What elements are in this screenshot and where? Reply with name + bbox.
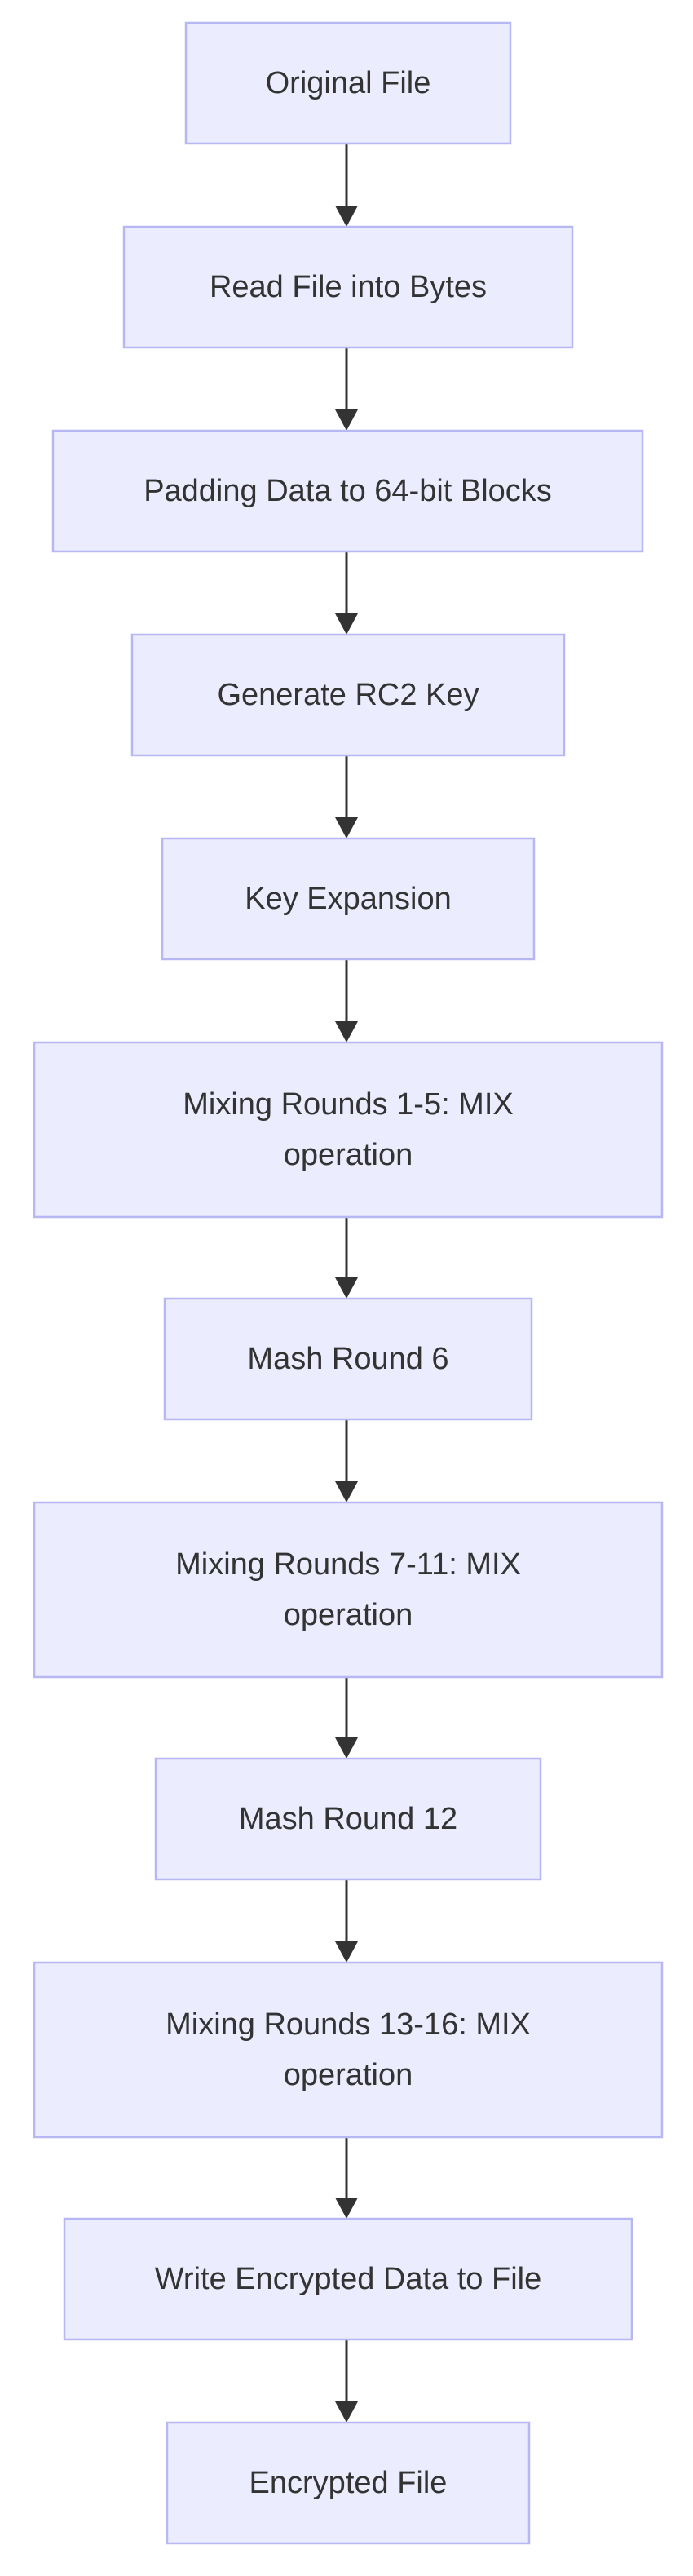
node-box <box>130 633 566 757</box>
arrow-head-icon <box>335 206 358 227</box>
node-label: Generate RC2 Key <box>217 678 479 712</box>
node-label: Encrypted File <box>249 2466 448 2500</box>
edges <box>335 144 358 2423</box>
node-box <box>33 1041 664 1219</box>
node-key-expansion: Key Expansion <box>161 837 536 961</box>
node-generate-key: Generate RC2 Key <box>130 633 566 757</box>
arrow-head-icon <box>335 1277 358 1299</box>
node-label: Read File into Bytes <box>210 270 487 304</box>
node-box <box>33 1961 664 2139</box>
node-label: Padding Data to 64-bit Blocks <box>143 474 552 508</box>
node-box <box>161 837 536 961</box>
edge-read-file-to-padding-data <box>335 347 358 431</box>
node-write-encrypted: Write Encrypted Data to File <box>63 2217 633 2341</box>
arrow-head-icon <box>335 613 358 635</box>
node-label: operation <box>284 1598 413 1632</box>
edge-mixing-1-5-to-mash-6 <box>335 1217 358 1299</box>
node-box <box>51 429 644 553</box>
node-box <box>33 1501 664 1679</box>
edge-key-expansion-to-mixing-1-5 <box>335 959 358 1042</box>
node-mash-12: Mash Round 12 <box>154 1757 542 1881</box>
node-padding-data: Padding Data to 64-bit Blocks <box>51 429 644 553</box>
node-box <box>154 1757 542 1881</box>
arrow-head-icon <box>335 1481 358 1503</box>
node-label: operation <box>284 2058 413 2092</box>
arrow-head-icon <box>335 1737 358 1759</box>
edge-mixing-13-16-to-write-encrypted <box>335 2137 358 2219</box>
edge-generate-key-to-key-expansion <box>335 755 358 839</box>
edge-mash-6-to-mixing-7-11 <box>335 1419 358 1503</box>
node-box <box>122 225 574 349</box>
node-box <box>184 21 512 145</box>
arrow-head-icon <box>335 2198 358 2219</box>
node-label: operation <box>284 1138 413 1172</box>
node-label: Mixing Rounds 1-5: MIX <box>183 1087 514 1122</box>
node-mixing-13-16: Mixing Rounds 13-16: MIX operation <box>33 1961 664 2139</box>
node-mash-6: Mash Round 6 <box>163 1297 533 1421</box>
edge-original-file-to-read-file <box>335 144 358 227</box>
node-encrypted-file: Encrypted File <box>166 2421 531 2545</box>
edge-padding-data-to-generate-key <box>335 551 358 635</box>
node-label: Mixing Rounds 13-16: MIX <box>166 2007 531 2042</box>
edge-write-encrypted-to-encrypted-file <box>335 2339 358 2423</box>
node-box <box>166 2421 531 2545</box>
arrow-head-icon <box>335 1021 358 1042</box>
node-label: Mash Round 12 <box>239 1802 457 1836</box>
node-label: Mixing Rounds 7-11: MIX <box>175 1547 521 1582</box>
node-original-file: Original File <box>184 21 512 145</box>
node-label: Write Encrypted Data to File <box>155 2262 541 2296</box>
node-read-file: Read File into Bytes <box>122 225 574 349</box>
edge-mash-12-to-mixing-13-16 <box>335 1879 358 1963</box>
node-mixing-7-11: Mixing Rounds 7-11: MIX operation <box>33 1501 664 1679</box>
arrow-head-icon <box>335 1941 358 1963</box>
arrow-head-icon <box>335 409 358 431</box>
node-box <box>63 2217 633 2341</box>
node-label: Key Expansion <box>245 882 452 916</box>
arrow-head-icon <box>335 817 358 839</box>
node-mixing-1-5: Mixing Rounds 1-5: MIX operation <box>33 1041 664 1219</box>
node-box <box>163 1297 533 1421</box>
node-label: Mash Round 6 <box>247 1342 448 1376</box>
arrow-head-icon <box>335 2401 358 2423</box>
edge-mixing-7-11-to-mash-12 <box>335 1677 358 1759</box>
node-label: Original File <box>266 66 431 100</box>
